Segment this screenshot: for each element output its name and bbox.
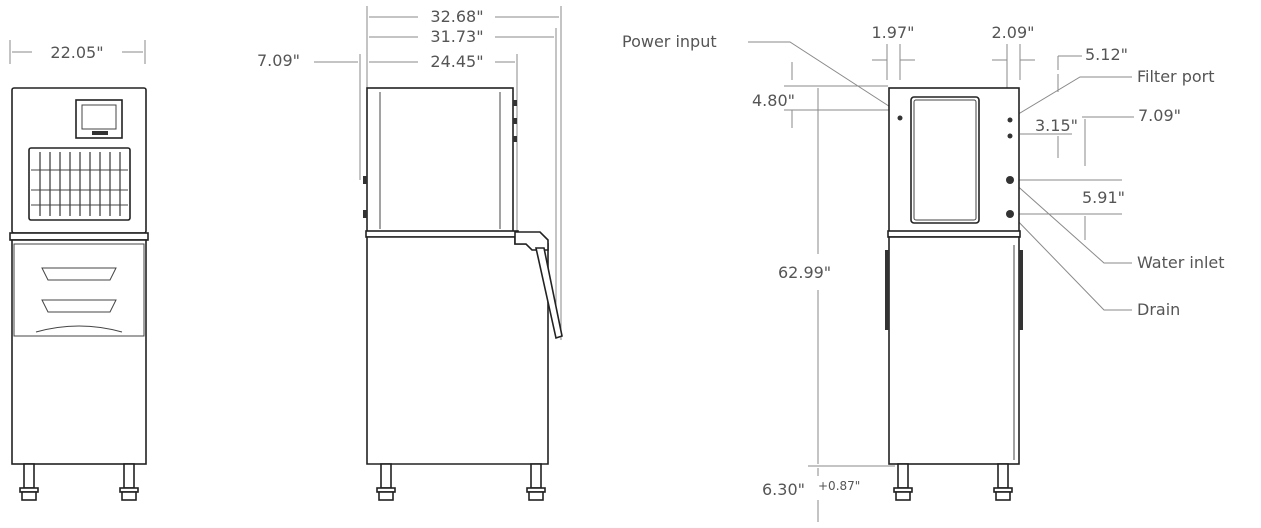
water-inlet-callout: Water inlet [1012, 181, 1225, 272]
front-bin-door [13, 243, 145, 337]
power-input-callout: Power input [622, 32, 899, 113]
filter-spacing-dimension: 5.12" [1057, 45, 1128, 70]
front-display-inner [81, 104, 117, 130]
filter-height-label: 3.15" [1035, 116, 1078, 135]
filter-port-upper [1007, 117, 1013, 123]
front-display-button [92, 131, 108, 135]
side-offset-label: 7.09" [257, 51, 300, 70]
filter-spacing-label: 5.12" [1085, 45, 1128, 64]
front-width-dimension: 22.05" [9, 40, 146, 64]
drain-label: Drain [1137, 300, 1180, 319]
water-inlet-fitting [1006, 176, 1014, 184]
power-offset-label: 1.97" [872, 23, 915, 42]
inlet-height-dimension: 7.09" [1082, 106, 1181, 166]
inlet-height-label: 7.09" [1138, 106, 1181, 125]
side-view: 32.68" 31.73" 7.09" 24.45" [257, 6, 563, 501]
drain-fitting [1006, 210, 1014, 218]
front-handle-lower [41, 299, 117, 313]
overall-height-dimension: 62.99" [778, 88, 831, 464]
side-overall-depth-dimension: 32.68" [369, 7, 559, 26]
side-head-depth-dimension: 7.09" 24.45" [257, 51, 515, 71]
filter-port-lower [1007, 133, 1013, 139]
front-handle-upper [41, 267, 117, 281]
side-cabinet-depth-label: 31.73" [430, 27, 483, 46]
power-input-label: Power input [622, 32, 717, 51]
front-width-label: 22.05" [50, 43, 103, 62]
drain-callout: Drain [1012, 215, 1180, 319]
leg-adjust-label: +0.87" [818, 479, 860, 493]
leg-height-dimension: 6.30" +0.87" [762, 468, 860, 522]
leg-height-label: 6.30" [762, 480, 805, 499]
front-view: 22.05" [9, 40, 149, 501]
side-bin-body [366, 236, 549, 465]
side-separator [365, 230, 519, 238]
filter-height-dimension: 3.15" [1020, 74, 1078, 158]
drain-spacing-label: 5.91" [1082, 188, 1125, 207]
water-inlet-label: Water inlet [1137, 253, 1225, 272]
front-grille-louvers [31, 152, 128, 216]
rear-bin-body [888, 236, 1020, 465]
filter-offset-label: 2.09" [992, 23, 1035, 42]
side-cabinet-depth-dimension: 31.73" [369, 27, 554, 46]
filter-port-label: Filter port [1137, 67, 1215, 86]
side-head-body [366, 87, 514, 234]
side-overall-depth-label: 32.68" [430, 7, 483, 26]
power-height-dimension: 4.80" [752, 62, 895, 128]
rear-separator [887, 230, 1021, 238]
front-bin-body [11, 239, 147, 465]
power-height-label: 4.80" [752, 91, 795, 110]
side-head-depth-label: 24.45" [430, 52, 483, 71]
rear-legs [893, 463, 1013, 501]
front-door-bottom [35, 325, 123, 333]
side-door-arm [535, 247, 563, 340]
rear-access-panel [910, 96, 980, 224]
drain-spacing-dimension: 5.91" [1016, 179, 1125, 240]
power-input-port [897, 115, 903, 121]
side-legs [376, 463, 546, 501]
front-separator [9, 232, 149, 241]
filter-port-callout: Filter port [1014, 67, 1215, 117]
front-legs [19, 463, 139, 501]
rear-view: Power input Filter port Water inlet Drai… [622, 23, 1225, 522]
overall-height-label: 62.99" [778, 263, 831, 282]
power-offset-dimension: 1.97" [872, 23, 915, 80]
